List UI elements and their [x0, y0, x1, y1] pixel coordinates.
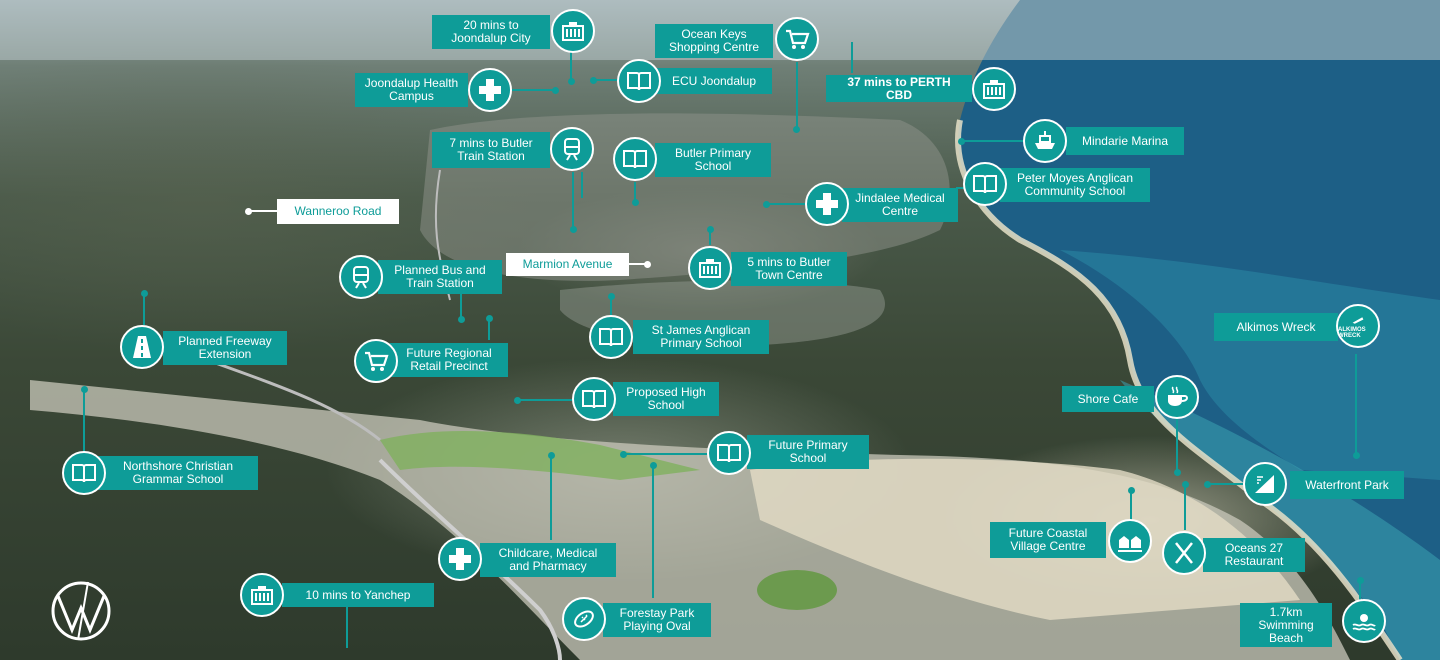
map-marker	[620, 451, 627, 458]
map-marker	[570, 226, 577, 233]
map-marker	[458, 316, 465, 323]
book-icon	[572, 377, 616, 421]
map-marker	[486, 315, 493, 322]
map-marker	[1204, 481, 1211, 488]
map-marker	[590, 77, 597, 84]
map-marker	[632, 199, 639, 206]
map-marker	[141, 290, 148, 297]
alkimos-badge-text: ALKIMOS WRECK	[1338, 327, 1366, 339]
football-icon	[562, 597, 606, 641]
freeway-icon	[120, 325, 164, 369]
map-marker	[548, 452, 555, 459]
medical-cross-icon	[805, 182, 849, 226]
label-childcare[interactable]: Childcare, Medical and Pharmacy	[480, 543, 616, 577]
map-marker	[568, 78, 575, 85]
label-alkimos-wreck[interactable]: Alkimos Wreck	[1214, 313, 1338, 341]
label-ocean-keys[interactable]: Ocean Keys Shopping Centre	[655, 24, 773, 58]
coffee-icon	[1155, 375, 1199, 419]
village-icon	[1108, 519, 1152, 563]
city-icon	[551, 9, 595, 53]
medical-cross-icon	[438, 537, 482, 581]
label-butler-train[interactable]: 7 mins to Butler Train Station	[432, 132, 550, 168]
label-forestay-park[interactable]: Forestay Park Playing Oval	[603, 603, 711, 637]
wreck-icon: ALKIMOS WRECK	[1336, 304, 1380, 348]
waves-icon	[1342, 599, 1386, 643]
label-future-retail[interactable]: Future Regional Retail Precinct	[390, 343, 508, 377]
label-joondalup-city[interactable]: 20 mins to Joondalup City	[432, 15, 550, 49]
cutlery-icon	[1162, 531, 1206, 575]
label-northshore[interactable]: Northshore Christian Grammar School	[98, 456, 258, 490]
city-icon	[240, 573, 284, 617]
park-icon	[1243, 462, 1287, 506]
map-marker	[644, 261, 651, 268]
map-marker	[1182, 481, 1189, 488]
map-marker	[81, 386, 88, 393]
book-icon	[589, 315, 633, 359]
train-icon	[339, 255, 383, 299]
label-perth-cbd[interactable]: 37 mins to PERTH CBD	[826, 75, 972, 102]
shopping-cart-icon	[354, 339, 398, 383]
map-marker	[552, 87, 559, 94]
label-butler-town[interactable]: 5 mins to Butler Town Centre	[731, 252, 847, 286]
ship-icon	[1023, 119, 1067, 163]
label-oceans-27[interactable]: Oceans 27 Restaurant	[1203, 538, 1305, 572]
label-swimming-beach[interactable]: 1.7km Swimming Beach	[1240, 603, 1332, 647]
map-marker	[958, 138, 965, 145]
label-peter-moyes[interactable]: Peter Moyes Anglican Community School	[1000, 168, 1150, 202]
label-butler-primary[interactable]: Butler Primary School	[655, 143, 771, 177]
label-planned-freeway[interactable]: Planned Freeway Extension	[163, 331, 287, 365]
map-marker	[763, 201, 770, 208]
label-ecu-joondalup[interactable]: ECU Joondalup	[656, 68, 772, 94]
map-marker	[1353, 452, 1360, 459]
book-icon	[613, 137, 657, 181]
medical-cross-icon	[468, 68, 512, 112]
map-marker	[245, 208, 252, 215]
map-marker	[514, 397, 521, 404]
shopping-cart-icon	[775, 17, 819, 61]
map-marker	[1174, 469, 1181, 476]
label-wanneroo-road[interactable]: Wanneroo Road	[277, 199, 399, 224]
city-icon	[972, 67, 1016, 111]
label-proposed-high[interactable]: Proposed High School	[613, 382, 719, 416]
label-future-primary[interactable]: Future Primary School	[747, 435, 869, 469]
city-icon	[688, 246, 732, 290]
label-mindarie-marina[interactable]: Mindarie Marina	[1066, 127, 1184, 155]
label-jindalee[interactable]: Jindalee Medical Centre	[842, 188, 958, 222]
map-marker	[608, 293, 615, 300]
map-marker	[1357, 577, 1364, 584]
map-marker	[650, 462, 657, 469]
map-marker	[793, 126, 800, 133]
book-icon	[62, 451, 106, 495]
label-waterfront-park[interactable]: Waterfront Park	[1290, 471, 1404, 499]
label-yanchep[interactable]: 10 mins to Yanchep	[282, 583, 434, 607]
book-icon	[617, 59, 661, 103]
label-coastal-village[interactable]: Future Coastal Village Centre	[990, 522, 1106, 558]
label-shore-cafe[interactable]: Shore Cafe	[1062, 386, 1154, 412]
label-marmion-avenue[interactable]: Marmion Avenue	[506, 253, 629, 276]
label-joondalup-health[interactable]: Joondalup Health Campus	[355, 73, 468, 107]
train-icon	[550, 127, 594, 171]
book-icon	[707, 431, 751, 475]
book-icon	[963, 162, 1007, 206]
label-st-james[interactable]: St James Anglican Primary School	[633, 320, 769, 354]
label-planned-bus[interactable]: Planned Bus and Train Station	[378, 260, 502, 294]
map-marker	[707, 226, 714, 233]
map-marker	[1128, 487, 1135, 494]
brand-logo	[51, 581, 111, 641]
